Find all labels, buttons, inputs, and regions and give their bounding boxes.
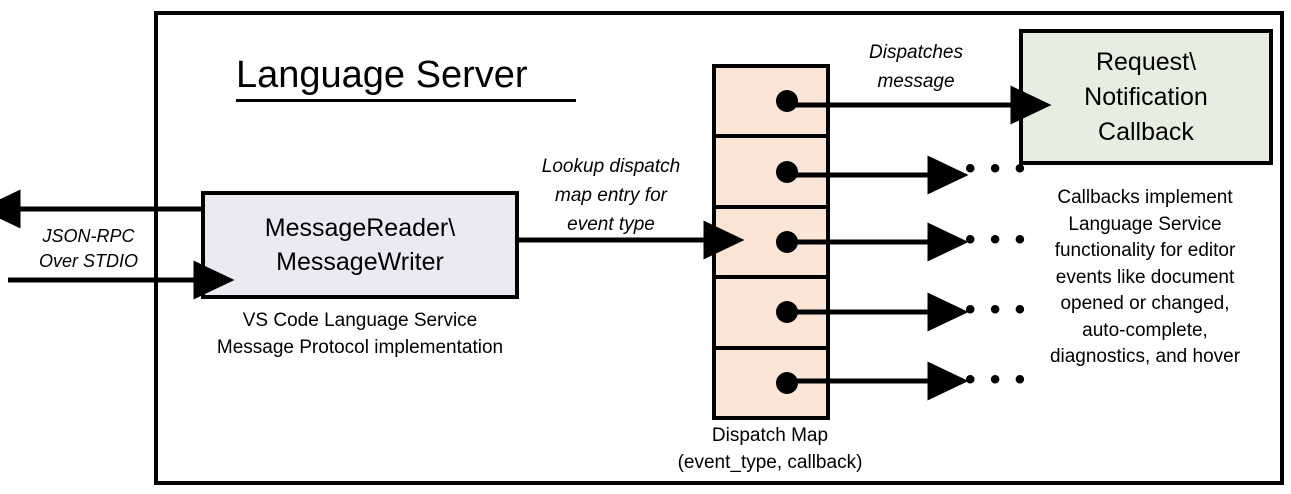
dispatches-message-label: Dispatches message [869,42,963,92]
filled-dot-icon [776,301,798,324]
dispatch-map-table[interactable] [712,64,830,420]
message-reader-writer-caption: VS Code Language Service Message Protoco… [216,310,504,358]
message-reader-writer-box[interactable]: MessageReader\ MessageWriter [201,191,519,299]
filled-dot-icon [776,160,798,183]
filled-dot-icon [776,90,798,113]
dispatch-map-row[interactable] [716,350,826,416]
ellipsis-marker: • • • [965,363,1029,396]
ellipsis-marker: • • • [965,223,1029,256]
callback-box-label: Request\ Notification Callback [1084,47,1208,146]
dispatch-map-row[interactable] [716,279,826,350]
ellipsis-marker: • • • [965,152,1029,185]
language-server-frame [154,11,1284,485]
filled-dot-icon [776,371,798,394]
dispatch-map-row[interactable] [716,209,826,280]
dispatch-map-row[interactable] [716,138,826,209]
request-notification-callback-box[interactable]: Request\ Notification Callback [1019,29,1273,165]
page-title: Language Server [236,52,576,102]
lookup-dispatch-label: Lookup dispatch map entry for event type [541,156,681,235]
filled-dot-icon [776,231,798,254]
message-reader-writer-label: MessageReader\ MessageWriter [264,214,456,276]
dispatch-map-caption: Dispatch Map (event_type, callback) [677,425,863,473]
callback-description: Callbacks implement Language Service fun… [1049,187,1241,367]
ellipsis-marker: • • • [965,293,1029,326]
dispatch-map-row[interactable] [716,68,826,139]
transport-label: JSON-RPC Over STDIO [38,226,138,271]
